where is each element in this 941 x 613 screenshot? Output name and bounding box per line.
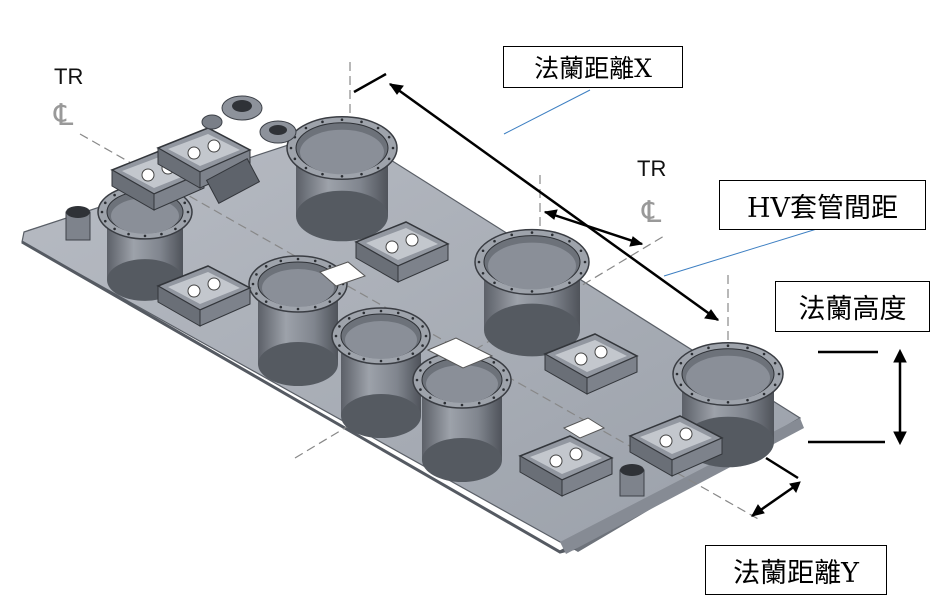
- terminal-box: [518, 435, 614, 497]
- tr-label-left: TR: [54, 64, 84, 89]
- flange-height-label: 法蘭高度: [775, 281, 930, 332]
- plate-cutouts: [319, 261, 606, 439]
- hv-bushing-spacing-label: HV套管間距: [719, 180, 926, 230]
- flange-distance-y-label: 法蘭距離Y: [705, 545, 887, 595]
- centerline-symbol-left: ℄: [53, 98, 73, 133]
- bushing-cylinders: [97, 115, 784, 482]
- bushing-cylinder: [286, 115, 398, 242]
- small-flanges: [65, 95, 645, 497]
- terminal-box: [354, 221, 450, 283]
- hv-spacing-arrow: [544, 210, 643, 246]
- tr-label-right: TR: [637, 156, 667, 181]
- bushing-cylinder: [474, 228, 590, 357]
- bushing-cylinder: [331, 307, 431, 438]
- bushing-cylinder: [97, 184, 193, 301]
- flange-distance-x-arrow: [389, 82, 719, 322]
- centerline-symbol-right: ℄: [641, 195, 661, 230]
- bushing-cylinder: [248, 255, 348, 386]
- bushing-cylinder: [412, 351, 512, 482]
- leader-lines: [503, 89, 821, 277]
- dimension-lines: [353, 72, 907, 518]
- flange-distance-x-label: 法蘭距離X: [503, 46, 683, 88]
- terminal-box: [156, 265, 252, 327]
- terminal-boxes: [110, 127, 724, 497]
- terminal-box: [628, 415, 724, 477]
- terminal-box: [543, 333, 639, 395]
